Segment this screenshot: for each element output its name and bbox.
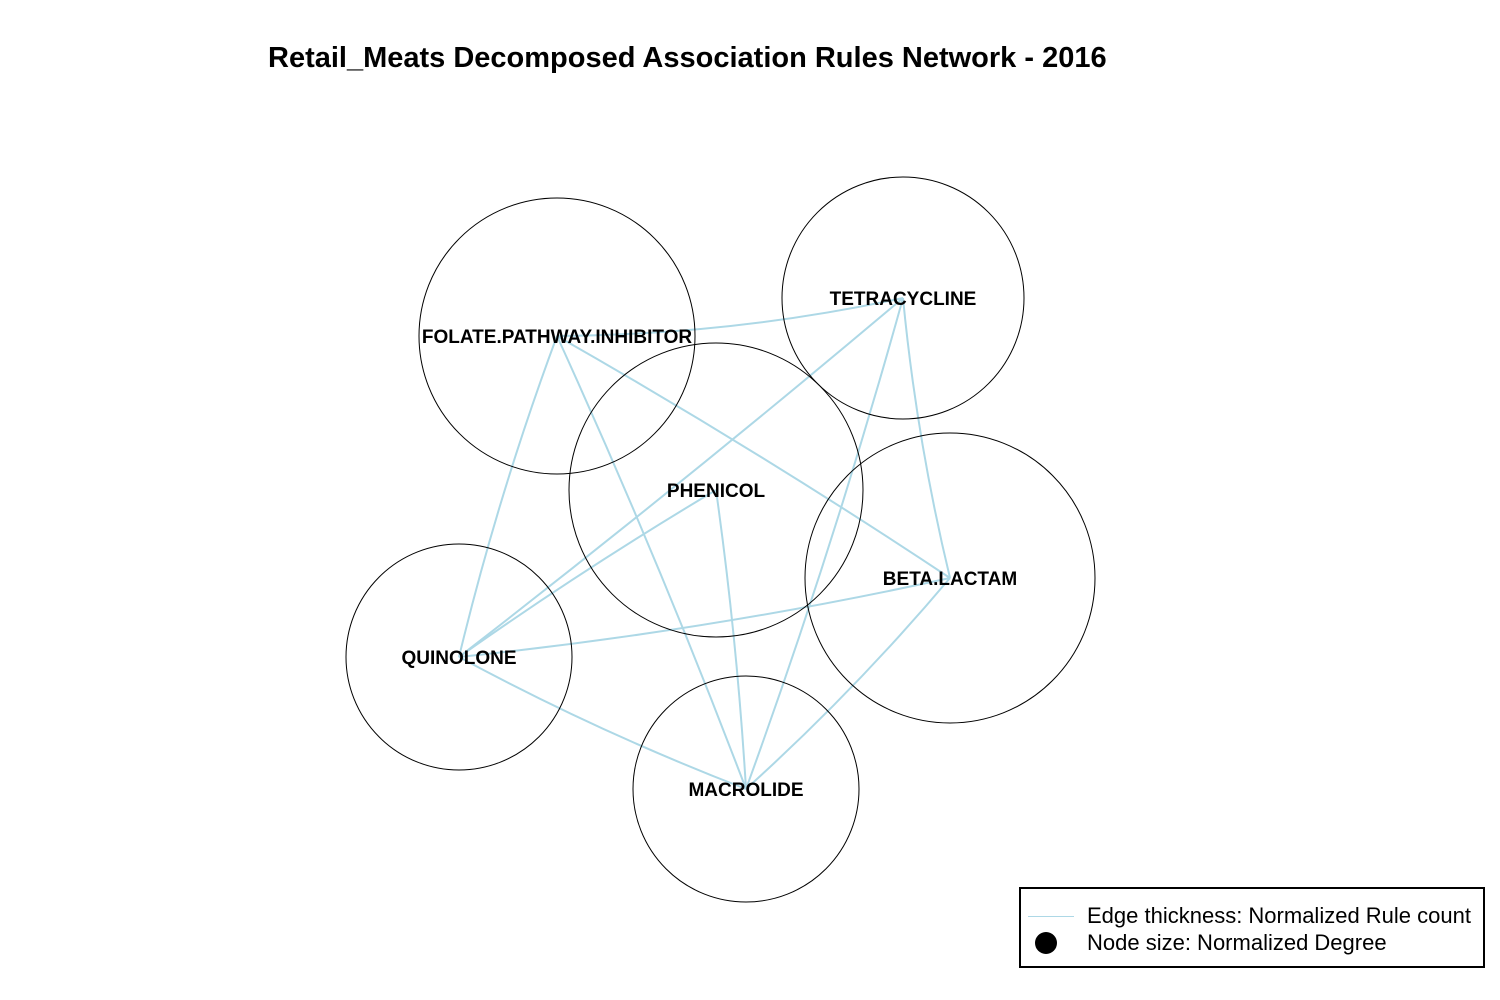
legend-edge-label: Edge thickness: Normalized Rule count <box>1087 903 1471 928</box>
edge-folate-tetracycline <box>556 297 904 337</box>
edge-tetracycline-beta <box>902 297 951 579</box>
node-beta <box>804 432 1096 724</box>
edge-swatch <box>1028 916 1074 917</box>
edge-tetracycline-quinolone <box>458 297 904 658</box>
legend-edge-row: Edge thickness: Normalized Rule count <box>1021 903 1483 931</box>
edge-quinolone-beta <box>458 577 951 658</box>
edge-beta-macrolide <box>745 577 951 790</box>
nodes-layer: FOLATE.PATHWAY.INHIBITOR TETRACYCLINE PHEN… <box>345 176 1096 903</box>
edge-phenicol-quinolone <box>458 489 717 658</box>
node-label-macrolide: MACROLIDE <box>688 780 803 801</box>
node-swatch <box>1035 932 1057 954</box>
legend: Edge thickness: Normalized Rule count No… <box>1019 887 1485 968</box>
node-label-tetracycline: TETRACYCLINE <box>830 289 977 310</box>
node-label-quinolone: QUINOLONE <box>401 648 516 669</box>
node-macrolide <box>632 675 860 903</box>
legend-node-label: Node size: Normalized Degree <box>1087 930 1387 955</box>
diagram-title: Retail_Meats Decomposed Association Rule… <box>268 42 1107 74</box>
node-phenicol <box>568 342 864 638</box>
node-label-beta: BETA.LACTAM <box>883 569 1017 590</box>
edges-layer <box>458 297 951 790</box>
legend-node-row: Node size: Normalized Degree <box>1021 930 1483 958</box>
edge-folate-macrolide <box>556 335 747 790</box>
node-folate <box>418 197 696 475</box>
edge-phenicol-macrolide <box>715 489 747 790</box>
node-label-folate: FOLATE.PATHWAY.INHIBITOR <box>422 327 693 348</box>
edge-quinolone-macrolide <box>458 656 747 790</box>
edge-tetracycline-macrolide <box>745 297 904 790</box>
node-quinolone <box>345 543 573 771</box>
node-tetracycline <box>781 176 1025 420</box>
edge-folate-beta <box>556 335 951 579</box>
node-label-phenicol: PHENICOL <box>667 481 766 502</box>
edge-folate-quinolone <box>458 335 558 658</box>
